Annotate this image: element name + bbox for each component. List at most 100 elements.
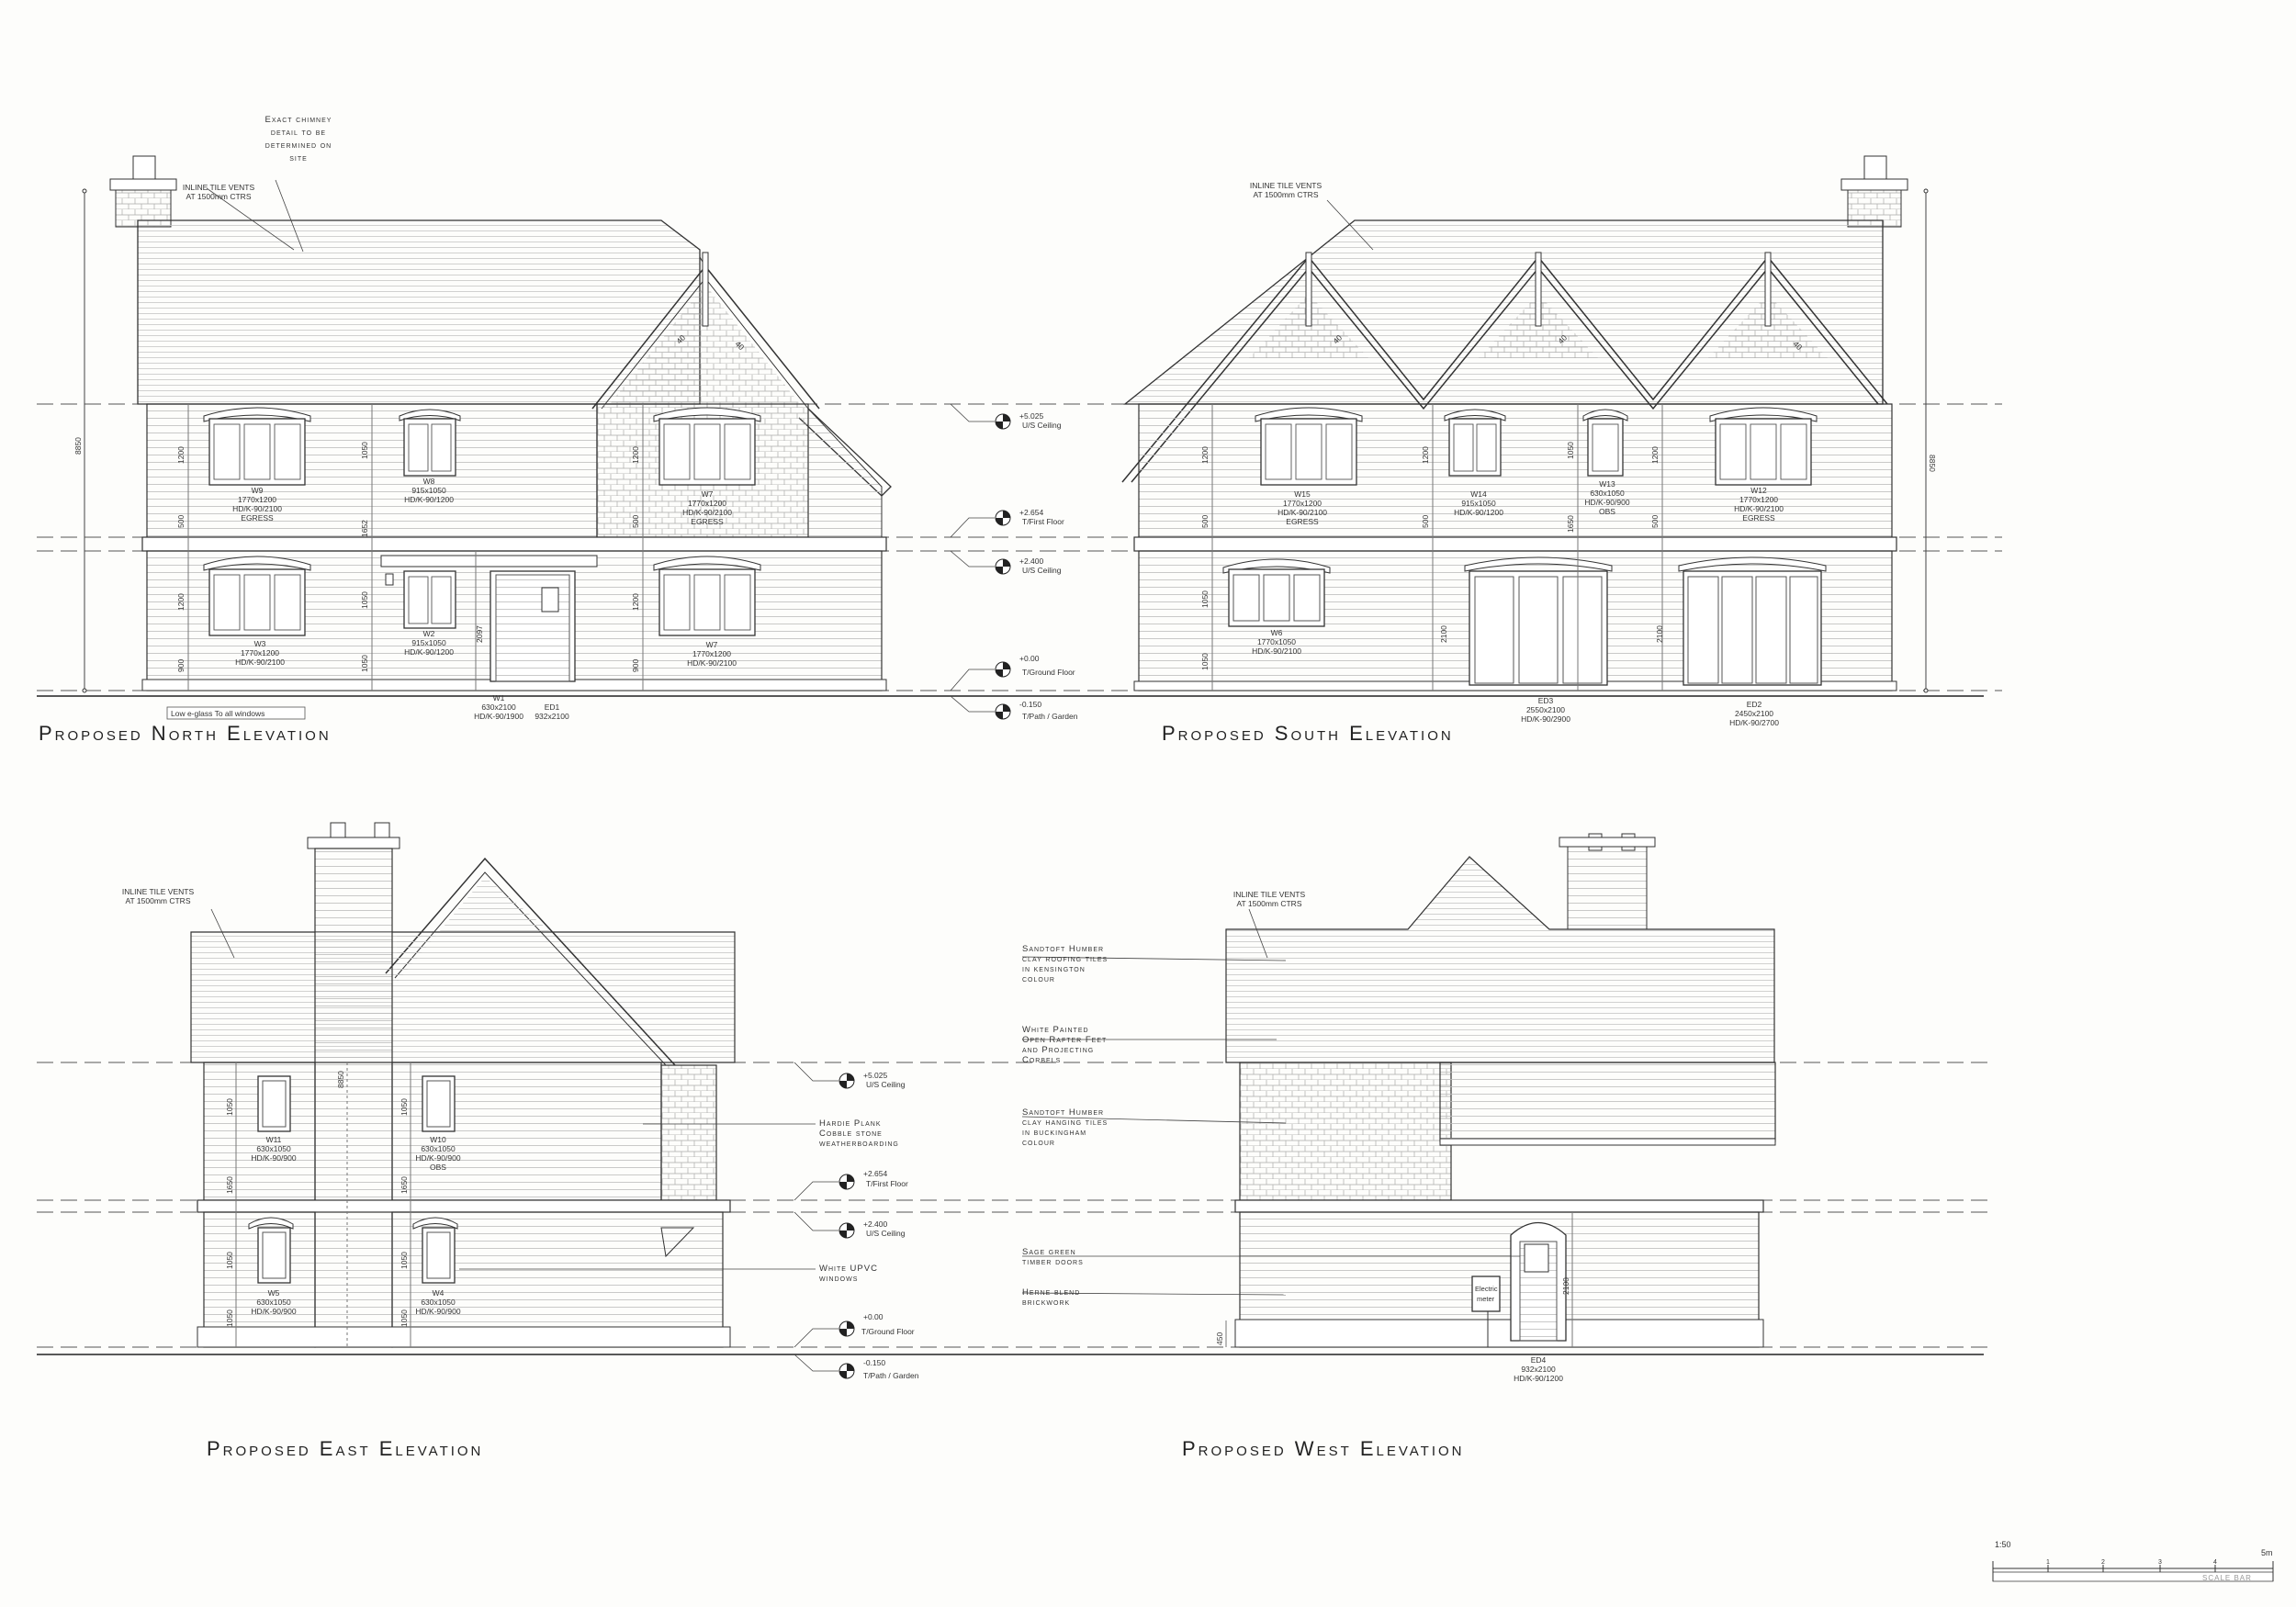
svg-text:T/Ground Floor: T/Ground Floor — [1022, 668, 1075, 677]
svg-text:T/Path / Garden: T/Path / Garden — [1022, 712, 1078, 721]
north-elevation — [82, 155, 892, 693]
svg-text:W1: W1 — [493, 693, 505, 702]
svg-text:HD/K-90/2900: HD/K-90/2900 — [1521, 714, 1570, 724]
svg-text:2450x2100: 2450x2100 — [1735, 709, 1773, 718]
svg-text:HD/K-90/900: HD/K-90/900 — [415, 1307, 460, 1316]
svg-text:U/S Ceiling: U/S Ceiling — [1022, 421, 1062, 430]
svg-text:INLINE TILE VENTS: INLINE TILE VENTS — [1250, 181, 1322, 190]
svg-text:W13: W13 — [1599, 479, 1615, 489]
svg-text:1770x1200: 1770x1200 — [1739, 495, 1778, 504]
svg-text:+2.654: +2.654 — [863, 1169, 888, 1178]
svg-text:Sage green: Sage green — [1022, 1247, 1076, 1257]
svg-text:900: 900 — [176, 659, 186, 672]
svg-text:8850: 8850 — [73, 437, 83, 455]
svg-text:colour: colour — [1022, 974, 1055, 984]
svg-text:2550x2100: 2550x2100 — [1526, 705, 1565, 714]
svg-text:detail to be: detail to be — [271, 128, 326, 138]
svg-text:in buckingham: in buckingham — [1022, 1128, 1086, 1138]
svg-text:HD/K-90/2700: HD/K-90/2700 — [1729, 718, 1779, 727]
svg-text:1200: 1200 — [1200, 446, 1210, 464]
svg-text:1050: 1050 — [400, 1309, 409, 1327]
svg-text:U/S Ceiling: U/S Ceiling — [1022, 566, 1062, 575]
svg-text:weatherboarding: weatherboarding — [819, 1139, 899, 1149]
west-elevation — [1225, 833, 1776, 1348]
svg-text:1770x1200: 1770x1200 — [241, 648, 279, 657]
svg-text:1200: 1200 — [176, 446, 186, 464]
svg-text:EGRESS: EGRESS — [691, 517, 724, 526]
svg-text:HD/K-90/2100: HD/K-90/2100 — [687, 658, 737, 668]
svg-text:W3: W3 — [254, 639, 266, 648]
svg-text:900: 900 — [631, 659, 640, 672]
east-material-notes: Hardie Plank Cobble stone weatherboardin… — [819, 1118, 899, 1284]
svg-text:500: 500 — [176, 515, 186, 528]
title-east: Proposed East Elevation — [207, 1437, 483, 1460]
svg-text:Cobble stone: Cobble stone — [819, 1129, 883, 1139]
svg-text:1650: 1650 — [225, 1176, 234, 1194]
svg-text:2100: 2100 — [1561, 1277, 1570, 1295]
svg-text:+0.00: +0.00 — [863, 1312, 884, 1321]
svg-text:915x1050: 915x1050 — [411, 638, 446, 647]
east-elevation — [190, 822, 736, 1348]
svg-text:8850: 8850 — [336, 1071, 345, 1088]
svg-text:AT 1500mm CTRS: AT 1500mm CTRS — [1236, 899, 1301, 908]
svg-text:1050: 1050 — [225, 1309, 234, 1327]
svg-text:Open Rafter Feet: Open Rafter Feet — [1022, 1035, 1107, 1045]
svg-text:+2.400: +2.400 — [863, 1219, 888, 1229]
svg-text:clay hanging tiles: clay hanging tiles — [1022, 1118, 1108, 1128]
svg-text:HD/K-90/1200: HD/K-90/1200 — [404, 495, 454, 504]
svg-text:OBS: OBS — [1599, 507, 1615, 516]
svg-text:W10: W10 — [430, 1135, 446, 1144]
svg-text:HD/K-90/2100: HD/K-90/2100 — [1734, 504, 1784, 513]
svg-text:W5: W5 — [268, 1288, 280, 1298]
meter-label: Electric meter — [1475, 1285, 1498, 1303]
svg-text:1: 1 — [2046, 1559, 2050, 1566]
svg-text:630x1050: 630x1050 — [421, 1298, 456, 1307]
low-e-glass-note: Low e-glass To all windows — [171, 709, 264, 718]
south-window-labels: W15 1770x1200 HD/K-90/2100 EGRESS W14 91… — [1252, 479, 1784, 727]
svg-text:T/Path / Garden: T/Path / Garden — [863, 1371, 919, 1380]
svg-text:site: site — [289, 153, 308, 163]
title-south: Proposed South Elevation — [1162, 722, 1454, 745]
svg-text:630x1050: 630x1050 — [421, 1144, 456, 1153]
svg-text:INLINE TILE VENTS: INLINE TILE VENTS — [183, 183, 255, 192]
svg-text:clay roofing tiles: clay roofing tiles — [1022, 954, 1108, 964]
scale-ratio: 1:50 — [1995, 1540, 2011, 1549]
svg-text:AT 1500mm CTRS: AT 1500mm CTRS — [125, 896, 190, 905]
svg-text:T/Ground Floor: T/Ground Floor — [861, 1327, 915, 1336]
svg-text:1650: 1650 — [400, 1176, 409, 1194]
svg-text:1050: 1050 — [360, 442, 369, 459]
svg-text:630x1050: 630x1050 — [256, 1144, 291, 1153]
svg-text:ED2: ED2 — [1747, 700, 1762, 709]
svg-text:windows: windows — [819, 1274, 858, 1284]
svg-text:+5.025: +5.025 — [863, 1071, 888, 1080]
svg-text:1200: 1200 — [1650, 446, 1660, 464]
svg-text:determined on: determined on — [265, 140, 332, 151]
svg-text:Sandtoft Humber: Sandtoft Humber — [1022, 1107, 1104, 1118]
svg-text:W7: W7 — [706, 640, 718, 649]
svg-text:HD/K-90/1200: HD/K-90/1200 — [404, 647, 454, 657]
svg-text:White UPVC: White UPVC — [819, 1264, 878, 1274]
svg-text:1770x1200: 1770x1200 — [238, 495, 276, 504]
svg-text:1200: 1200 — [176, 593, 186, 611]
svg-text:1050: 1050 — [225, 1252, 234, 1269]
svg-text:1770x1200: 1770x1200 — [1283, 499, 1322, 508]
svg-text:HD/K-90/2100: HD/K-90/2100 — [232, 504, 282, 513]
svg-text:W7: W7 — [702, 489, 714, 499]
svg-text:1050: 1050 — [1200, 590, 1210, 608]
svg-text:and Projecting: and Projecting — [1022, 1045, 1094, 1055]
svg-text:brickwork: brickwork — [1022, 1298, 1070, 1308]
svg-text:Corbels: Corbels — [1022, 1055, 1061, 1065]
svg-text:500: 500 — [631, 515, 640, 528]
svg-text:AT 1500mm CTRS: AT 1500mm CTRS — [1253, 190, 1318, 199]
svg-text:-0.150: -0.150 — [1019, 700, 1041, 709]
svg-text:+5.025: +5.025 — [1019, 411, 1044, 421]
svg-text:HD/K-90/1900: HD/K-90/1900 — [474, 712, 523, 721]
svg-text:2: 2 — [2101, 1559, 2105, 1566]
svg-text:5m: 5m — [2261, 1548, 2273, 1557]
svg-text:1050: 1050 — [1200, 653, 1210, 670]
svg-text:1650: 1650 — [1566, 515, 1575, 533]
svg-text:HD/K-90/900: HD/K-90/900 — [1584, 498, 1629, 507]
svg-text:U/S Ceiling: U/S Ceiling — [866, 1229, 906, 1238]
svg-text:3: 3 — [2158, 1559, 2162, 1566]
level-markers — [793, 403, 1011, 1379]
